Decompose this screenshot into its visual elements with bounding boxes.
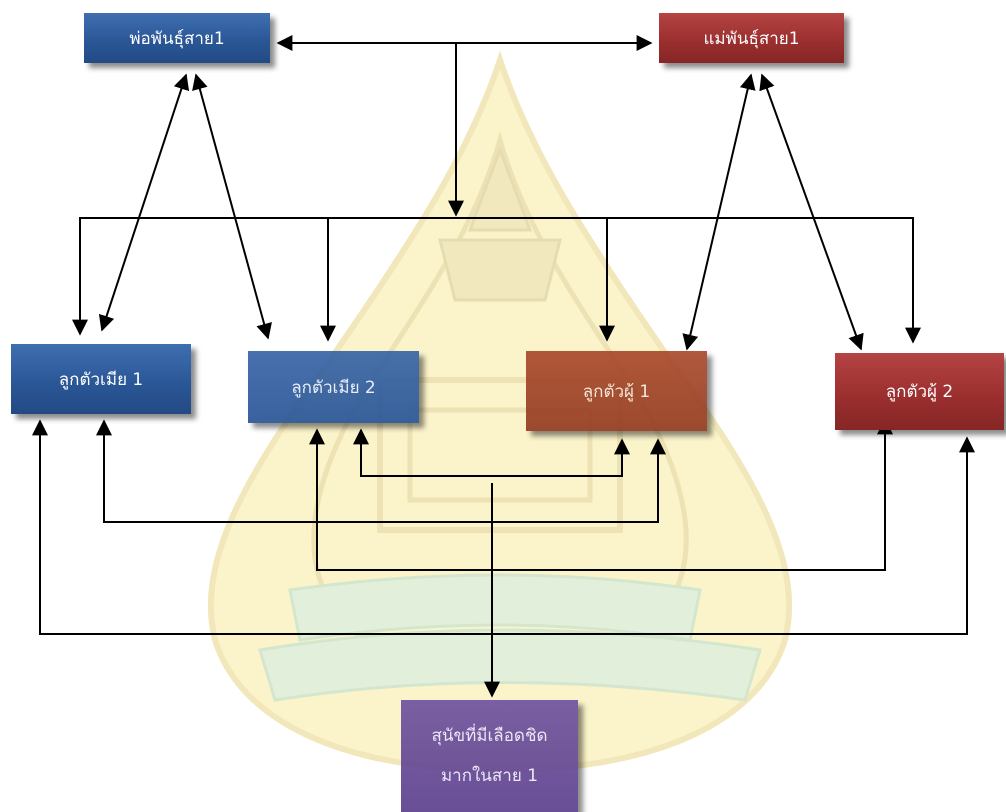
mating-female1-male2 [32,419,975,635]
mating-female2-male1 [353,428,630,477]
dam-line1-label: แม่พันธุ์สาย1 [703,28,800,49]
dam-line1-box: แม่พันธุ์สาย1 [659,13,844,63]
male-offspring-2-label: ลูกตัวผู้ 2 [885,382,954,402]
arrow-sire-female2 [192,73,272,340]
mating-female1-male1 [96,419,666,523]
female-offspring-1-label: ลูกตัวเมีย 1 [58,369,144,390]
male-offspring-2-box: ลูกตัวผู้ 2 [835,353,1004,430]
male-offspring-1-box: ลูกตัวผู้ 1 [526,351,707,431]
result-label-line1: สุนัขที่มีเลือดชิด [431,726,548,746]
sire-line1-box: พ่อพันธุ์สาย1 [84,13,270,63]
offspring-bus [79,217,914,333]
result-label-line2: มากในสาย 1 [440,766,539,786]
female-offspring-2-label: ลูกตัวเมีย 2 [291,377,376,398]
seal-crown [438,145,562,302]
arrow-dam-male2 [759,73,864,351]
arrow-dam-male1 [682,73,756,351]
inbred-dog-result-box: สุนัขที่มีเลือดชิด มากในสาย 1 [401,700,578,812]
seal-pedestal-inner [407,407,593,503]
seal-green-ribbon [258,573,762,702]
female-offspring-1-box: ลูกตัวเมีย 1 [11,344,191,414]
female-offspring-2-box: ลูกตัวเมีย 2 [248,351,419,423]
arrow-sire-female1 [98,73,190,332]
male-offspring-1-label: ลูกตัวผู้ 1 [582,381,651,402]
mating-female2-male2 [309,418,893,571]
seal-pedestal [377,377,623,533]
sire-line1-label: พ่อพันธุ์สาย1 [129,28,225,49]
